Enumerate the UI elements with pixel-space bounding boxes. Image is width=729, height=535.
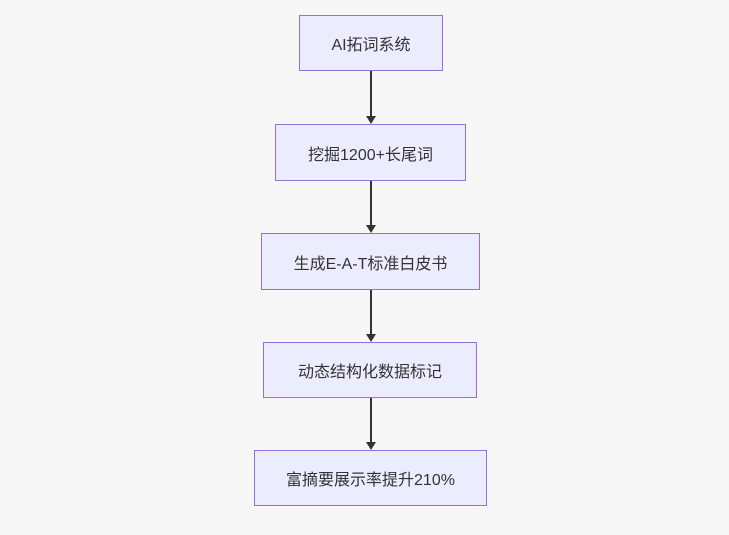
arrowhead-icon	[366, 334, 376, 342]
node-label: AI拓词系统	[331, 37, 411, 54]
edge-line	[370, 398, 372, 443]
edge-arrow-3	[365, 290, 377, 342]
arrowhead-icon	[366, 225, 376, 233]
flowchart-node-ai-system: AI拓词系统	[299, 15, 443, 71]
arrowhead-icon	[366, 116, 376, 124]
node-label: 生成E-A-T标准白皮书	[293, 255, 448, 273]
flowchart-node-longtail-mining: 挖掘1200+长尾词	[275, 124, 466, 181]
flowchart-node-structured-data: 动态结构化数据标记	[263, 342, 477, 398]
edge-arrow-1	[365, 71, 377, 124]
flowchart-node-rich-snippet-result: 富摘要展示率提升210%	[254, 450, 487, 506]
arrowhead-icon	[366, 442, 376, 450]
edge-line	[370, 290, 372, 335]
edge-line	[370, 71, 372, 117]
edge-line	[370, 181, 372, 226]
node-label: 挖掘1200+长尾词	[308, 146, 433, 164]
node-label: 富摘要展示率提升210%	[286, 472, 455, 489]
flowchart-node-eat-whitepaper: 生成E-A-T标准白皮书	[261, 233, 480, 290]
node-label: 动态结构化数据标记	[297, 364, 442, 381]
edge-arrow-2	[365, 181, 377, 233]
edge-arrow-4	[365, 398, 377, 450]
